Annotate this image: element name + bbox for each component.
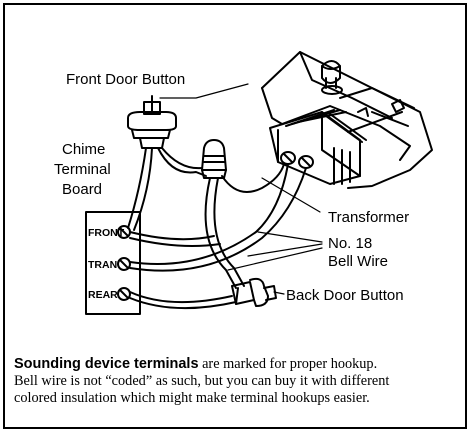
leader-lines bbox=[159, 83, 323, 295]
bell-wire-label: Bell Wire bbox=[328, 253, 388, 270]
back-door-button-label: Back Door Button bbox=[286, 287, 404, 304]
no18-label: No. 18 bbox=[328, 235, 372, 252]
terminal-tran-label: TRAN bbox=[88, 259, 117, 271]
chime-label: Chime bbox=[62, 141, 105, 158]
transformer bbox=[261, 51, 433, 189]
back-door-button bbox=[231, 277, 277, 307]
front-door-button-label: Front Door Button bbox=[66, 71, 185, 88]
front-door-button bbox=[127, 95, 177, 149]
transformer-label: Transformer bbox=[328, 209, 409, 226]
wires bbox=[127, 147, 307, 310]
terminal-label: Terminal bbox=[54, 161, 111, 178]
caption-rest: are marked for proper hookup. bbox=[198, 356, 378, 372]
terminal-front-label: FRONT bbox=[88, 227, 125, 239]
figure-frame bbox=[3, 3, 467, 429]
caption-bold: Sounding device terminals bbox=[14, 356, 199, 372]
terminal-rear-label: REAR bbox=[88, 289, 118, 301]
caption-line-2: Bell wire is not “coded” as such, but yo… bbox=[14, 373, 390, 389]
caption: Sounding device terminals are marked for… bbox=[14, 356, 462, 407]
board-label: Board bbox=[62, 181, 102, 198]
wire-nut bbox=[201, 139, 227, 179]
caption-line-3: colored insulation which might make term… bbox=[14, 390, 370, 406]
